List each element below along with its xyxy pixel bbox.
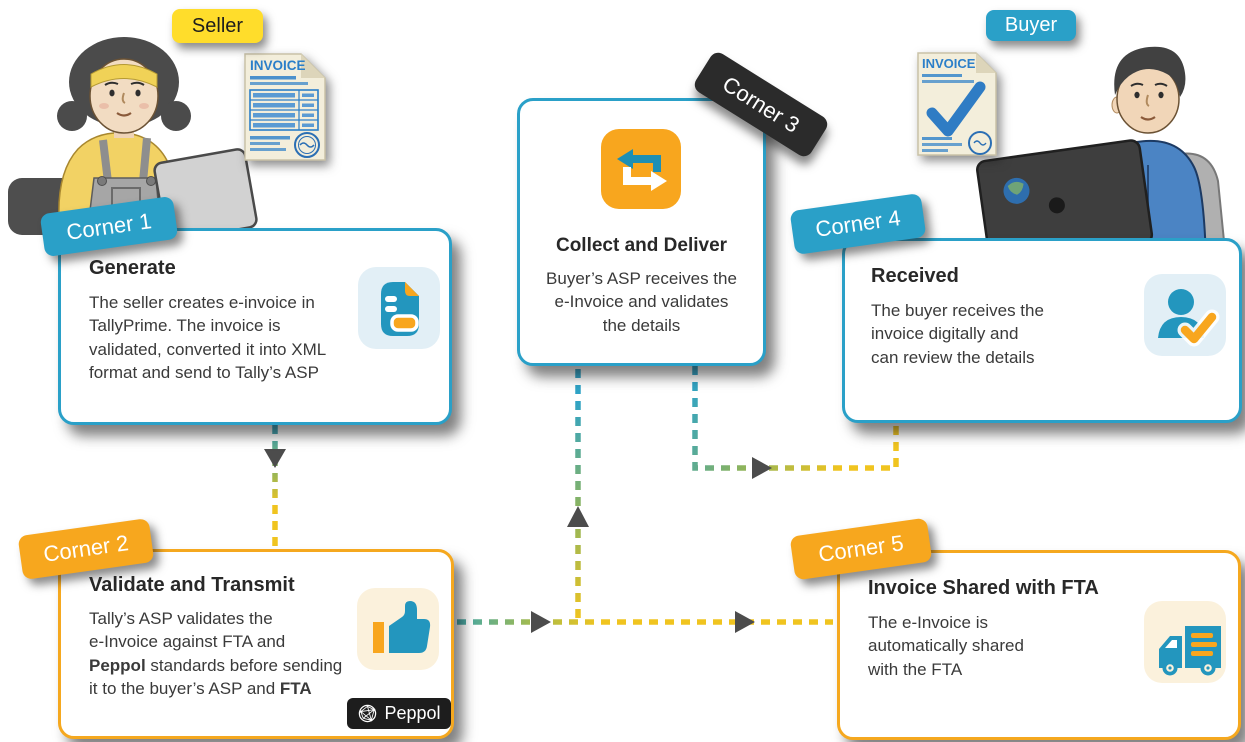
card-collect-deliver: Collect and Deliver Buyer’s ASP receives… — [517, 98, 766, 366]
buyer-label: Buyer — [1004, 14, 1058, 36]
transfer-arrows-icon — [601, 129, 681, 209]
logo-dot — [1048, 197, 1065, 214]
arrow-down-icon — [264, 449, 286, 468]
buyer-illustration — [950, 33, 1245, 266]
card-received-title: Received — [871, 265, 959, 287]
card-generate-title: Generate — [89, 257, 176, 279]
delivery-truck-icon — [1144, 601, 1226, 683]
overall-strap — [99, 139, 112, 183]
seller-label: Seller — [191, 14, 244, 37]
card-generate: Generate The seller creates e-invoice in… — [58, 228, 452, 425]
peppol-logo-icon — [359, 704, 377, 723]
card-invoice-shared-fta: Invoice Shared with FTA The e-Invoice is… — [837, 550, 1241, 740]
headband — [90, 64, 158, 88]
hair — [1114, 46, 1186, 97]
arrowheads — [264, 449, 772, 633]
seller-invoice-doc: INVOICE — [243, 52, 327, 167]
checkmark-icon — [926, 81, 986, 137]
corner2-badge-label: Corner 2 — [41, 530, 131, 567]
overall-strap — [139, 137, 151, 183]
thumbs-up-icon — [357, 588, 439, 670]
arrow-right-icon — [735, 611, 755, 633]
stamp-icon — [294, 132, 320, 158]
arrow-right-icon — [752, 457, 772, 479]
card-shared-title: Invoice Shared with FTA — [868, 577, 1099, 599]
user-check-icon — [1144, 274, 1226, 356]
card-collect-title: Collect and Deliver — [555, 235, 728, 256]
corner5-badge-label: Corner 5 — [816, 530, 906, 567]
invoice-title: INVOICE — [922, 56, 976, 71]
corner1-badge-label: Corner 1 — [64, 207, 154, 245]
arrow-right-icon — [531, 611, 551, 633]
invoice-title: INVOICE — [250, 58, 306, 73]
connector-corner3-to-corner4 — [692, 366, 899, 471]
card-validate-title: Validate and Transmit — [89, 574, 295, 596]
seller-illustration — [8, 30, 258, 242]
buyer-laptop — [976, 139, 1154, 266]
peppol-label: Peppol — [384, 703, 441, 723]
peppol-badge: Peppol — [347, 698, 451, 729]
arrow-up-icon — [567, 506, 589, 527]
corner4-badge-label: Corner 4 — [813, 205, 903, 242]
card-validate-transmit: Validate and Transmit Tally’s ASP valida… — [58, 549, 454, 739]
document-icon — [358, 267, 440, 349]
buyer-invoice-doc: INVOICE — [916, 51, 998, 162]
buyer-label-badge: Buyer — [986, 10, 1076, 41]
seller-label-badge: Seller — [172, 9, 263, 43]
stamp-icon — [968, 131, 992, 155]
